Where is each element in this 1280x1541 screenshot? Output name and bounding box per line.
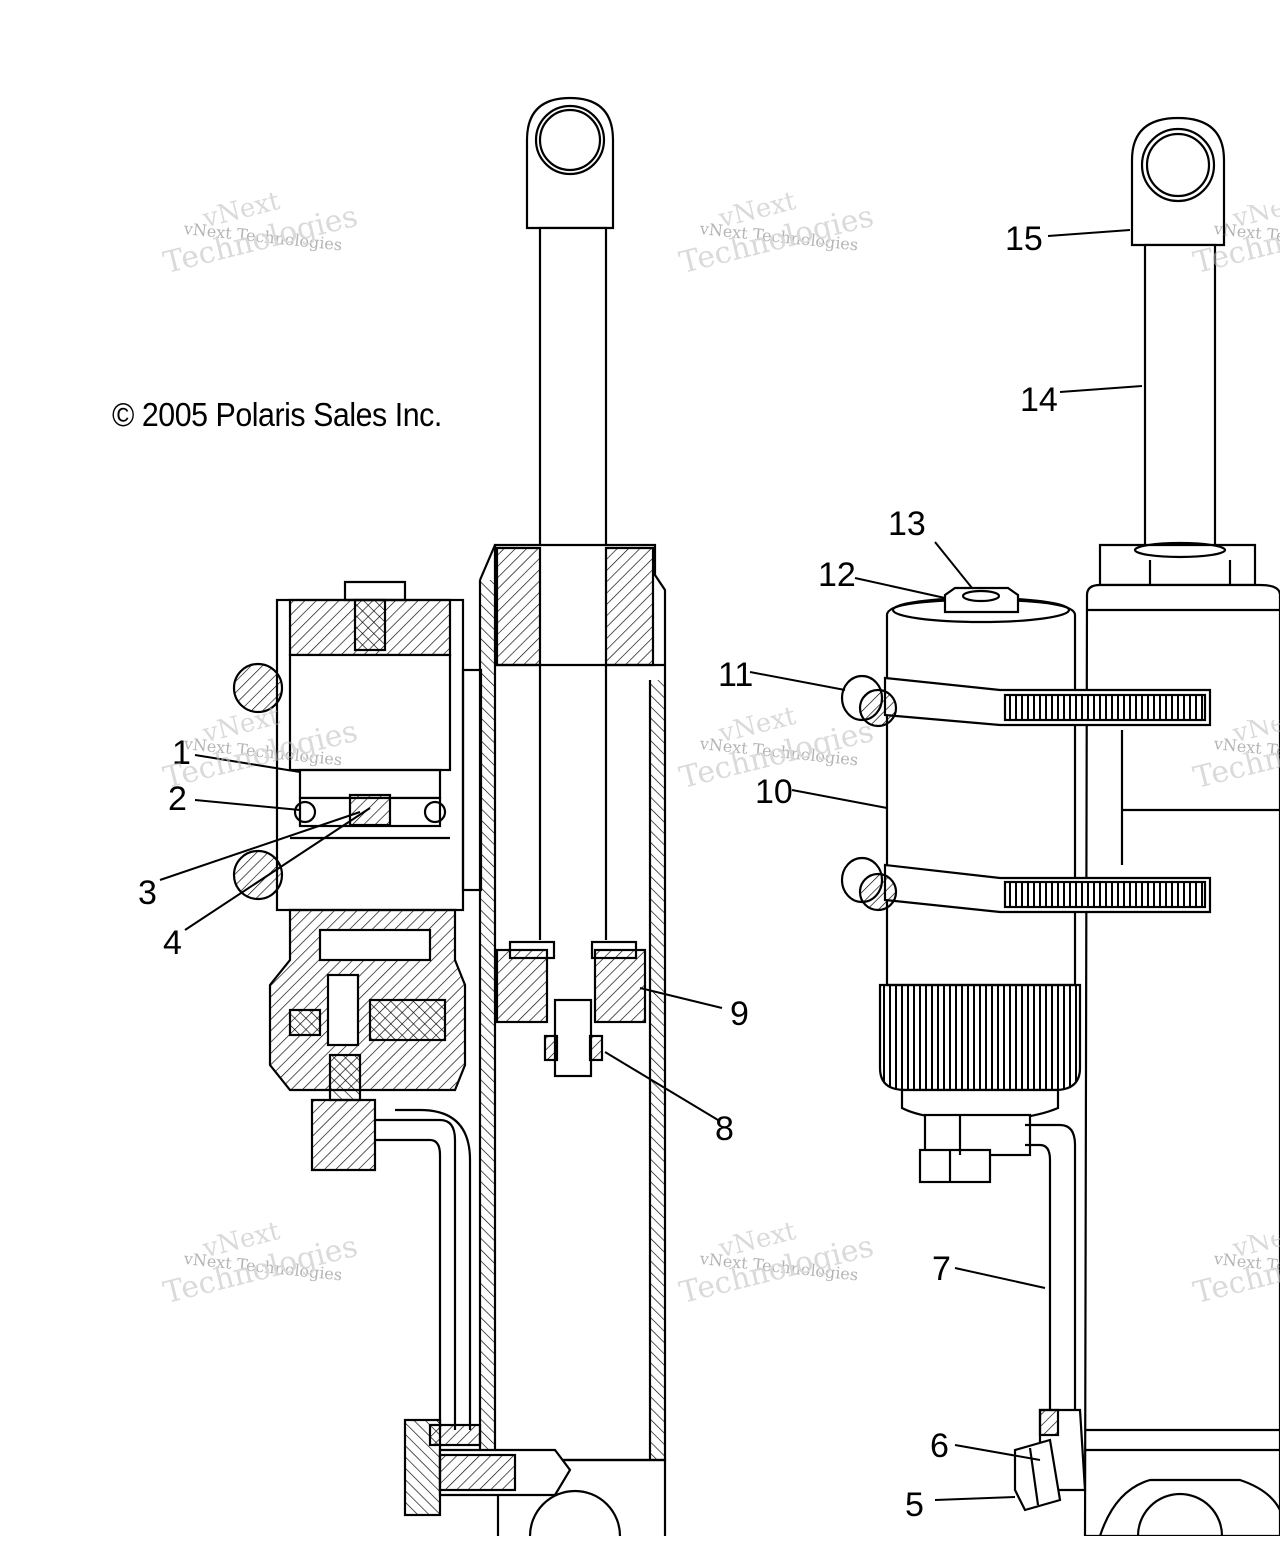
callout-5: 5: [905, 1486, 924, 1524]
callout-2: 2: [168, 780, 187, 818]
copyright-notice: © 2005 Polaris Sales Inc.: [112, 396, 442, 433]
callout-14: 14: [1020, 381, 1058, 419]
callout-4: 4: [163, 924, 182, 962]
callout-9: 9: [730, 995, 749, 1033]
callout-11: 11: [718, 656, 753, 694]
callout-labels: 1 2 3 4 5 6 7 8 9 10 11 12 13 14 15: [138, 220, 1058, 1524]
callout-13: 13: [888, 505, 926, 543]
callout-10: 10: [755, 773, 793, 811]
callout-3: 3: [138, 874, 157, 912]
callout-12: 12: [818, 556, 856, 594]
right-exterior-shock: [840, 116, 1280, 1541]
callout-6: 6: [930, 1427, 949, 1465]
left-cutaway-shock: [232, 96, 667, 1541]
callout-7: 7: [932, 1250, 951, 1288]
leader-lines: [159, 229, 1143, 1501]
callout-1: 1: [172, 734, 191, 772]
callout-8: 8: [715, 1110, 734, 1148]
callout-15: 15: [1005, 220, 1043, 258]
